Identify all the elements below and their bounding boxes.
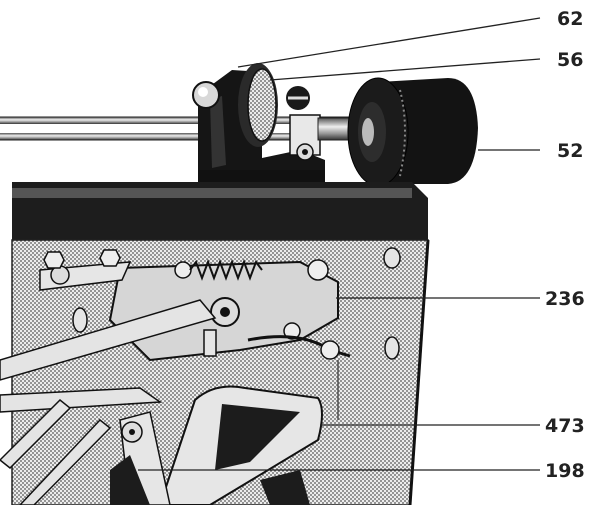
- callout-236: 236: [545, 288, 585, 310]
- knob: [192, 81, 220, 109]
- diagonal-lever: [0, 299, 217, 413]
- spring: [189, 259, 263, 281]
- drum-52: [347, 77, 478, 187]
- callout-56: 56: [557, 49, 583, 71]
- top-cover: [12, 182, 428, 240]
- bracket-198: [110, 411, 310, 505]
- callout-62: 62: [557, 8, 583, 30]
- callout-labels: 62 56 52 236 473 198: [545, 8, 585, 482]
- leader-62: [237, 17, 541, 68]
- bracket-nut: [289, 114, 321, 161]
- callout-473: 473: [545, 415, 585, 437]
- left-links: [39, 249, 132, 291]
- callout-198: 198: [545, 460, 585, 482]
- lower-rods: [0, 398, 112, 505]
- leader-lines: [138, 17, 541, 471]
- wire-link: [247, 335, 351, 420]
- screw-head: [286, 86, 310, 110]
- knurled-adjustment-wheel: [238, 63, 278, 147]
- leader-56: [269, 58, 541, 81]
- posts: [72, 247, 401, 360]
- callout-52: 52: [557, 140, 583, 162]
- lever-473: [158, 385, 323, 505]
